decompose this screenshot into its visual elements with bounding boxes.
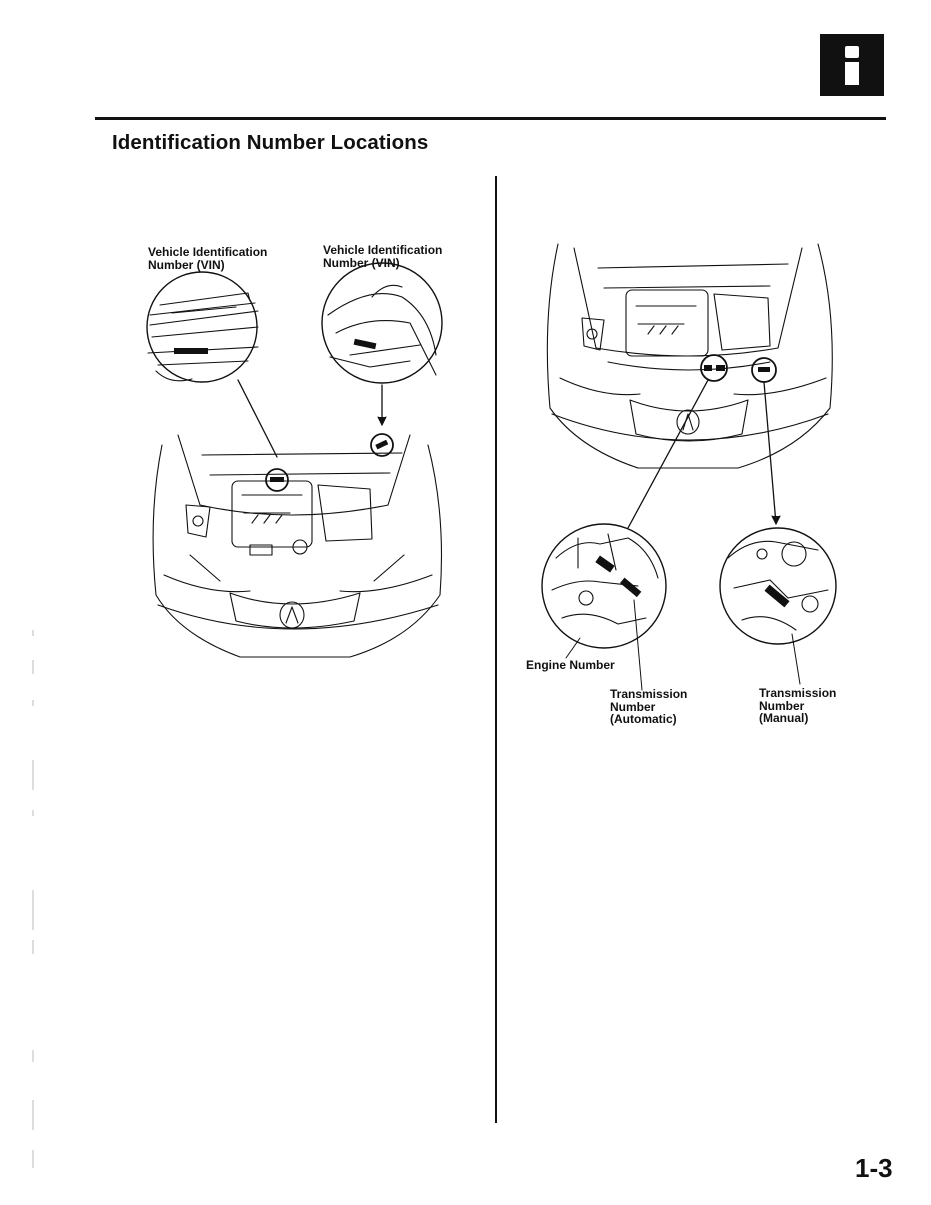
page-title: Identification Number Locations xyxy=(112,131,429,154)
column-divider xyxy=(495,176,497,1123)
right-number-diagram xyxy=(538,238,838,648)
engine-number-label: Engine Number xyxy=(526,658,615,672)
left-vin-diagram xyxy=(140,275,450,670)
transmission-automatic-label: Transmission Number (Automatic) xyxy=(610,687,688,726)
engine-automatic-detail-circle xyxy=(542,524,666,648)
transmission-manual-label: Transmission Number (Manual) xyxy=(759,686,837,725)
scan-margin-marks xyxy=(32,630,34,1168)
header-rule xyxy=(95,117,886,120)
info-icon xyxy=(820,34,884,96)
vin-label-pillar: Vehicle Identification Number (VIN) xyxy=(323,243,443,270)
vin-label-dashboard: Vehicle Identification Number (VIN) xyxy=(148,245,268,272)
page-number: 1-3 xyxy=(855,1153,893,1183)
car-front-left xyxy=(153,435,441,657)
vin-detail-circle-pillar xyxy=(322,263,442,383)
manual-transmission-detail-circle xyxy=(720,528,836,644)
car-front-right xyxy=(547,244,832,468)
vin-detail-circle-dashboard xyxy=(147,272,258,382)
